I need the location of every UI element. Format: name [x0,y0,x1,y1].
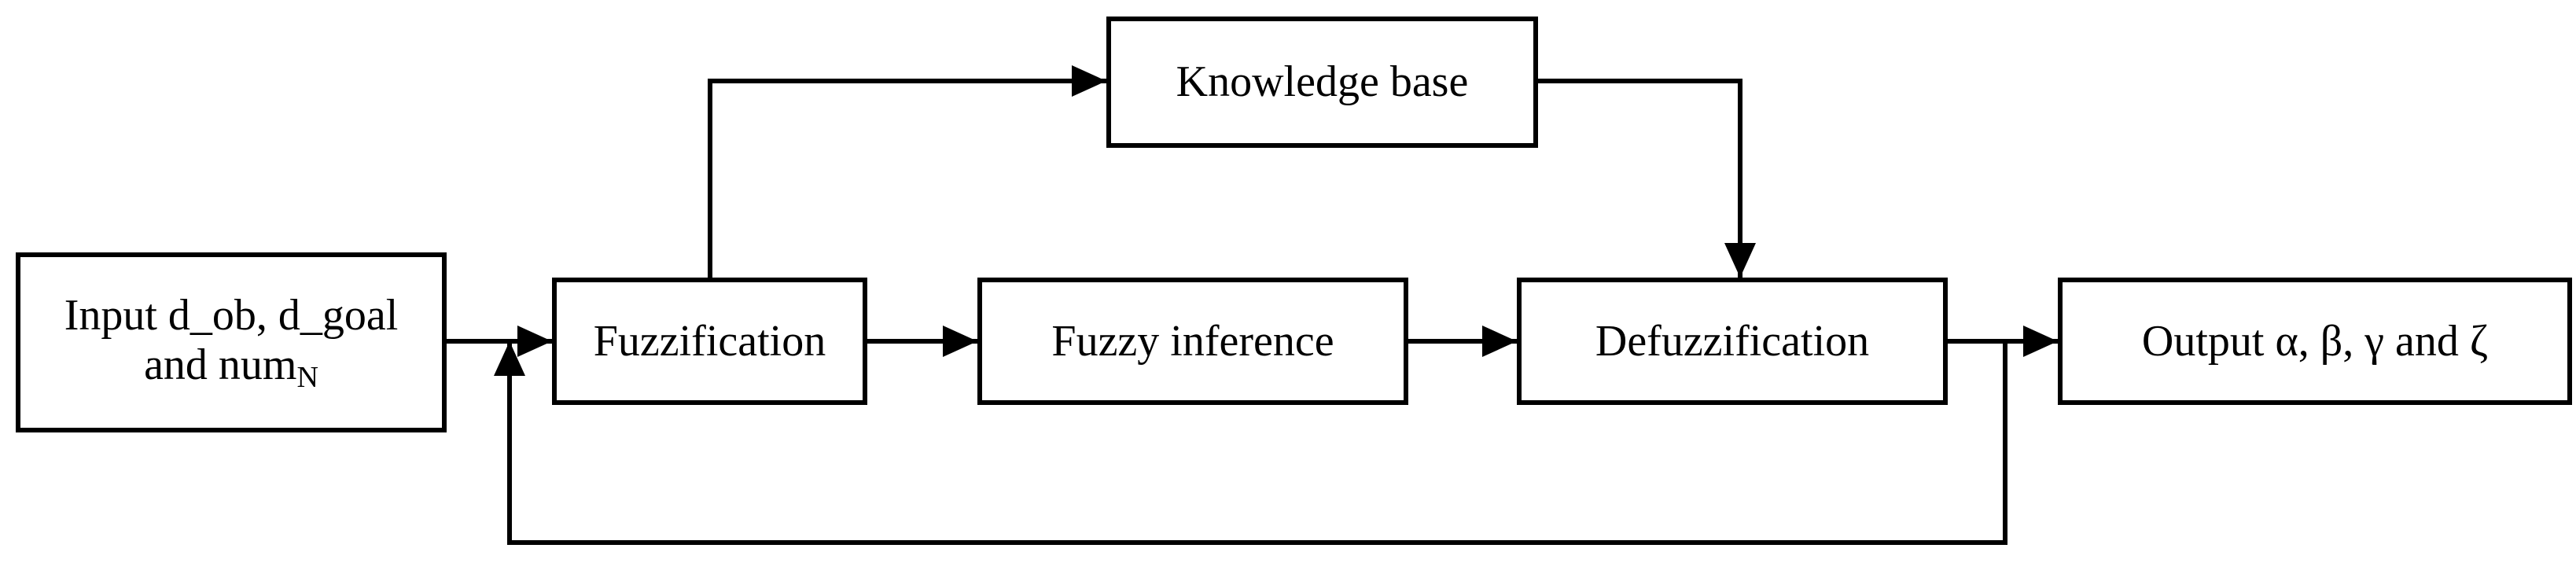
input-box: Input d_ob, d_goal and numN [16,252,447,432]
fuzzification-box: Fuzzification [552,278,867,405]
knowledge-base-box: Knowledge base [1106,17,1538,148]
output-label: Output α, β, γ and ζ [2141,316,2489,366]
knowledge-base-label: Knowledge base [1176,57,1469,107]
fuzzy-inference-box: Fuzzy inference [977,278,1408,405]
input-label-subscript: N [296,360,318,394]
input-label-line1: Input d_ob, d_goal [64,290,399,340]
arrow-knowledge-base-to-defuzzification [1538,79,1756,278]
output-box: Output α, β, γ and ζ [2058,278,2572,405]
defuzzification-box: Defuzzification [1517,278,1948,405]
input-label: Input d_ob, d_goal and numN [64,291,399,394]
arrow-feedback-loop [494,341,2007,545]
input-label-line2: and num [144,340,297,389]
arrow-fuzzification-to-knowledge-base [708,65,1106,278]
fuzzification-label: Fuzzification [593,316,826,366]
defuzzification-label: Defuzzification [1595,316,1870,366]
fuzzy-inference-label: Fuzzy inference [1051,316,1334,366]
